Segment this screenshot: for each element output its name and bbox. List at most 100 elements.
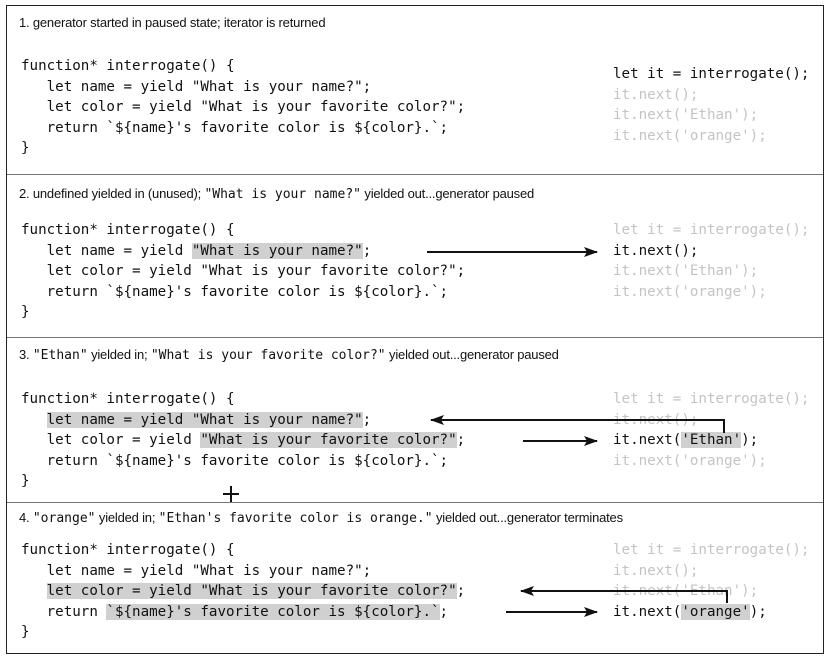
inactive-call: it.next('orange'); [613,127,767,144]
active-call: let it = interrogate(); [613,66,810,82]
active-call: it.next('orange'); [613,602,809,623]
code-segment: function* interrogate() { [21,58,235,74]
caption-part: 2. undefined yielded in (unused); [19,186,205,201]
code-segment: } [21,304,30,320]
code-segment: } [21,473,30,489]
highlighted-code: 'orange' [681,603,750,620]
caption-part: "What is your favorite color?" [150,348,386,363]
code-line: let color = yield "What is your favorite… [21,430,465,451]
step-1-code-block: function* interrogate() { let name = yie… [21,56,465,159]
code-segment: it.next( [613,603,682,620]
inactive-call: let it = interrogate(); [613,391,810,407]
code-line: let color = yield "What is your favorite… [21,581,465,602]
step-2-caption: 2. undefined yielded in (unused); "What … [19,186,534,202]
inactive-call: it.next(); [613,86,699,103]
step-4-code-block: function* interrogate() { let name = yie… [21,540,465,643]
code-line: function* interrogate() { [21,540,465,561]
code-segment: ; [456,583,466,599]
inactive-call: it.next('orange'); [613,452,767,469]
code-line: let color = yield "What is your favorite… [21,97,466,118]
highlighted-code: 'Ethan' [681,432,742,448]
code-line: } [21,302,465,323]
code-line: function* interrogate() { [21,389,465,410]
code-line: return `${name}'s favorite color is ${co… [21,451,465,472]
caption-part: "What is your name?" [204,187,361,202]
highlighted-code: let color = yield "What is your favorite… [46,583,457,599]
caption-part: "Ethan" [32,348,88,363]
code-line: } [21,471,465,492]
highlighted-code: "What is your name?" [191,242,363,259]
code-segment: ; [362,242,372,259]
code-line: function* interrogate() { [21,220,465,241]
code-segment: } [21,140,30,156]
inactive-call: it.next('orange'); [613,283,767,300]
step-4-caption: 4. "orange" yielded in; "Ethan's favorit… [19,510,623,526]
code-line: return `${name}'s favorite color is ${co… [21,118,465,139]
highlighted-code: `${name}'s favorite color is ${color}.` [106,603,440,620]
code-segment: ; [456,432,466,448]
step-1-caption: 1. generator started in paused state; it… [19,15,326,30]
code-segment: let color = yield [21,432,201,448]
code-segment: function* interrogate() { [21,222,235,238]
caption-part: yielded out...generator paused [385,347,559,362]
code-line: } [21,138,465,159]
code-segment: ); [741,432,759,448]
highlighted-code: "What is your favorite color?" [200,432,457,448]
step-3-caption: 3. "Ethan" yielded in; "What is your fav… [19,347,559,363]
code-segment: ; [362,411,372,428]
code-line: let name = yield "What is your name?"; [21,410,465,431]
code-segment: return `${name}'s favorite color is ${co… [21,283,449,300]
code-segment: return `${name}'s favorite color is ${co… [21,452,449,469]
code-segment: ; [439,603,449,620]
code-segment: let name = yield [21,242,192,259]
inactive-call: it.next(); [613,562,699,579]
inactive-call: let it = interrogate(); [613,542,810,558]
code-line: let name = yield "What is your name?"; [21,561,465,582]
highlighted-code: let name = yield "What is your name?" [46,411,363,428]
code-segment: return `${name}'s favorite color is ${co… [21,119,449,136]
step-1-calls: let it = interrogate(); it.next(); it.next… [613,64,809,146]
caption-part: yielded out...generator paused [361,186,535,201]
diagram-frame [6,5,824,654]
step-3-calls: let it = interrogate();it.next();it.next… [613,389,809,471]
code-segment: let color = yield "What is your favorite… [21,99,466,115]
code-segment: let name = yield "What is your name?"; [21,78,372,95]
code-segment: function* interrogate() { [21,542,235,558]
code-line: return `${name}'s favorite color is ${co… [21,282,465,303]
code-segment: ); [749,603,767,620]
caption-part: yielded in; [95,510,159,525]
active-call: it.next(); [613,242,699,259]
code-line: function* interrogate() { [21,56,465,77]
inactive-call: it.next('Ethan'); [613,263,759,279]
caption-part: 4. [19,510,33,525]
section-divider [7,337,823,338]
step-4-calls: let it = interrogate();it.next();it.next… [613,540,809,622]
code-segment: let color = yield "What is your favorite… [21,263,466,279]
active-call: it.next('Ethan'); [613,430,809,451]
caption-part: "Ethan's favorite color is orange." [158,511,433,526]
inactive-call: let it = interrogate(); [613,222,810,238]
inactive-call: it.next('Ethan'); [613,107,759,123]
code-line: let name = yield "What is your name?"; [21,241,465,262]
code-segment: function* interrogate() { [21,391,235,407]
caption-part: 1. generator started in paused state; it… [19,15,326,30]
code-segment: return [21,603,107,620]
code-segment: let name = yield "What is your name?"; [21,562,372,579]
step-2-code-block: function* interrogate() { let name = yie… [21,220,465,323]
code-line: let name = yield "What is your name?"; [21,77,465,98]
code-segment: it.next( [613,432,682,448]
arrow-step4-value-in [520,586,728,603]
caption-part: yielded in; [87,347,151,362]
step-3-code-block: function* interrogate() { let name = yie… [21,389,465,492]
caption-part: yielded out...generator terminates [432,510,623,525]
code-segment: } [21,624,30,640]
section-divider [7,174,823,175]
code-line: return `${name}'s favorite color is ${co… [21,602,465,623]
code-line: let color = yield "What is your favorite… [21,261,466,282]
section-divider [7,502,823,503]
caption-part: "orange" [32,511,96,526]
code-line: } [21,622,465,643]
caption-part: 3. [19,347,33,362]
arrow-step3-value-in [430,415,725,433]
